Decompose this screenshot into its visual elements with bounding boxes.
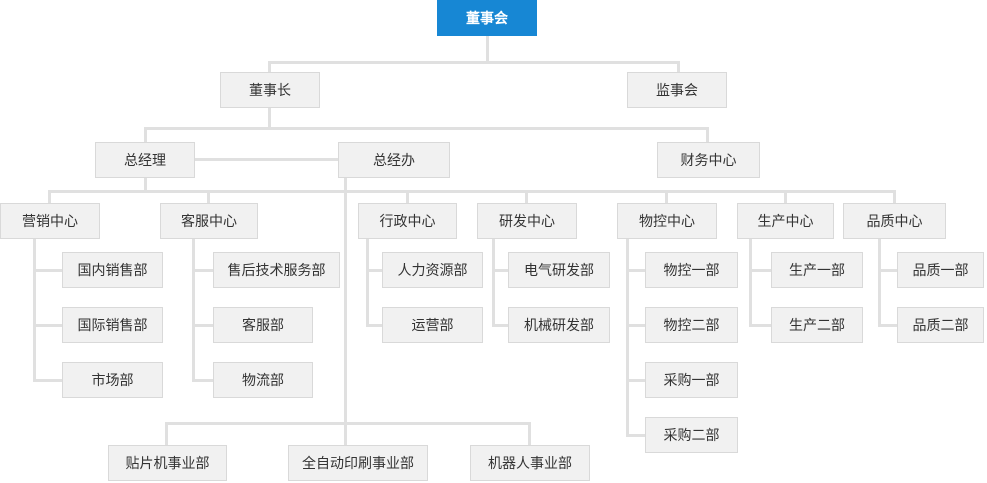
connector-line	[195, 158, 338, 161]
node-customer-service-dept: 客服部	[213, 307, 313, 343]
connector-line	[192, 239, 195, 382]
connector-line	[366, 269, 382, 272]
node-electrical-rnd: 电气研发部	[508, 252, 610, 288]
connector-line	[33, 269, 62, 272]
node-supervisory-board: 监事会	[627, 72, 727, 108]
connector-line	[749, 269, 771, 272]
connector-line	[144, 127, 147, 142]
node-customer-service-center: 客服中心	[160, 203, 258, 239]
node-general-manager: 总经理	[95, 142, 195, 178]
connector-line	[165, 422, 531, 425]
connector-line	[878, 239, 881, 327]
connector-line	[878, 269, 897, 272]
connector-line	[665, 190, 668, 203]
node-board-of-directors: 董事会	[437, 0, 537, 36]
connector-line	[626, 434, 645, 437]
node-domestic-sales: 国内销售部	[62, 252, 163, 288]
node-quality-2: 品质二部	[897, 307, 984, 343]
connector-line	[48, 190, 896, 193]
connector-line	[344, 178, 347, 445]
node-rnd-center: 研发中心	[477, 203, 577, 239]
connector-line	[492, 239, 495, 327]
connector-line	[893, 190, 896, 203]
connector-line	[492, 324, 508, 327]
connector-line	[878, 324, 897, 327]
connector-line	[749, 239, 752, 327]
node-purchasing-1: 采购一部	[645, 362, 738, 398]
connector-line	[192, 379, 213, 382]
node-admin-center: 行政中心	[358, 203, 457, 239]
node-hr-dept: 人力资源部	[382, 252, 483, 288]
connector-line	[626, 239, 629, 437]
node-auto-printing-division: 全自动印刷事业部	[288, 445, 428, 481]
connector-line	[33, 239, 36, 382]
connector-line	[366, 239, 369, 327]
node-logistics-dept: 物流部	[213, 362, 313, 398]
connector-line	[677, 61, 680, 72]
connector-line	[207, 190, 210, 203]
node-chairman: 董事长	[220, 72, 320, 108]
node-marketing-center: 营销中心	[0, 203, 100, 239]
node-material-control-1: 物控一部	[645, 252, 738, 288]
connector-line	[144, 127, 709, 130]
connector-line	[749, 324, 771, 327]
node-production-2: 生产二部	[771, 307, 863, 343]
connector-line	[33, 379, 62, 382]
node-material-control-2: 物控二部	[645, 307, 738, 343]
connector-line	[784, 190, 787, 203]
connector-line	[406, 190, 409, 203]
connector-line	[626, 269, 645, 272]
connector-line	[268, 108, 271, 130]
node-production-center: 生产中心	[737, 203, 834, 239]
connector-line	[492, 269, 508, 272]
connector-line	[706, 127, 709, 142]
node-international-sales: 国际销售部	[62, 307, 163, 343]
connector-line	[48, 190, 51, 203]
node-operations-dept: 运营部	[382, 307, 483, 343]
connector-line	[486, 36, 489, 64]
connector-line	[525, 190, 528, 203]
node-gm-office: 总经办	[338, 142, 450, 178]
connector-line	[144, 178, 147, 193]
connector-line	[268, 61, 271, 72]
node-purchasing-2: 采购二部	[645, 417, 738, 453]
node-quality-1: 品质一部	[897, 252, 984, 288]
node-robot-division: 机器人事业部	[470, 445, 590, 481]
node-smt-division: 贴片机事业部	[108, 445, 227, 481]
connector-line	[165, 422, 168, 445]
connector-line	[626, 324, 645, 327]
connector-line	[626, 379, 645, 382]
node-quality-center: 品质中心	[843, 203, 946, 239]
node-market-dept: 市场部	[62, 362, 163, 398]
connector-line	[366, 324, 382, 327]
node-finance-center: 财务中心	[657, 142, 760, 178]
connector-line	[528, 422, 531, 445]
connector-line	[192, 324, 213, 327]
node-aftersales-tech-service: 售后技术服务部	[213, 252, 340, 288]
connector-line	[33, 324, 62, 327]
connector-line	[192, 269, 213, 272]
node-material-control-center: 物控中心	[617, 203, 717, 239]
connector-line	[268, 61, 680, 64]
node-production-1: 生产一部	[771, 252, 863, 288]
node-mechanical-rnd: 机械研发部	[508, 307, 610, 343]
